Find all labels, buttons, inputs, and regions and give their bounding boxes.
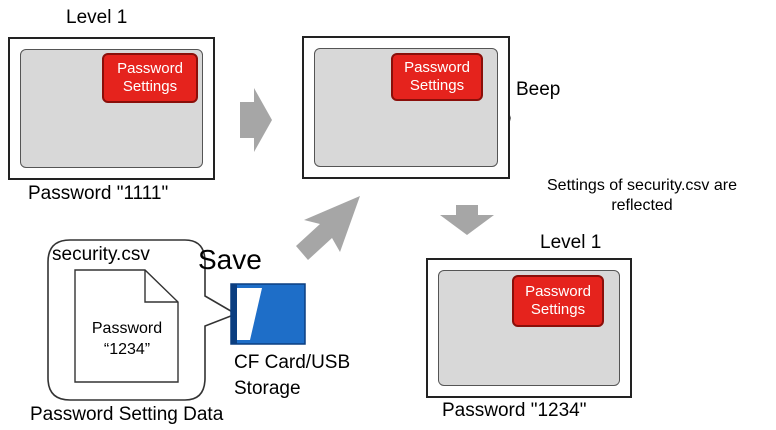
password-settings-button-right[interactable]: Password Settings [512,275,604,327]
document-icon [74,269,179,383]
panel-right: Password Settings [426,258,632,398]
screen-right: Password Settings [438,270,620,386]
level-label-right: Level 1 [540,232,602,253]
cf-card-icon [230,283,306,345]
password-settings-button-middle[interactable]: Password Settings [391,53,483,101]
save-label: Save [198,244,262,275]
level-label-left: Level 1 [66,7,128,28]
storage-label: CF Card/USB Storage [234,352,351,399]
arrow-right-icon [240,88,272,152]
password-settings-button-left[interactable]: Password Settings [102,53,198,103]
arrow-diagonal-icon [296,196,360,260]
panel-left: Password Settings [8,37,215,180]
file-content: Password “1234” [91,320,163,358]
password-setting-data-caption: Password Setting Data [30,404,224,425]
screen-middle: Password Settings [314,48,498,167]
reflect-note: Settings of security.csv are reflected [547,177,737,214]
file-name-label: security.csv [52,244,150,265]
arrow-down-icon [440,205,494,235]
password-caption-right: Password "1234" [442,400,587,421]
screen-left: Password Settings [20,49,203,168]
panel-middle: Password Settings [302,36,510,179]
password-caption-left: Password "1111" [28,183,169,204]
beep-label: Beep [516,79,561,100]
